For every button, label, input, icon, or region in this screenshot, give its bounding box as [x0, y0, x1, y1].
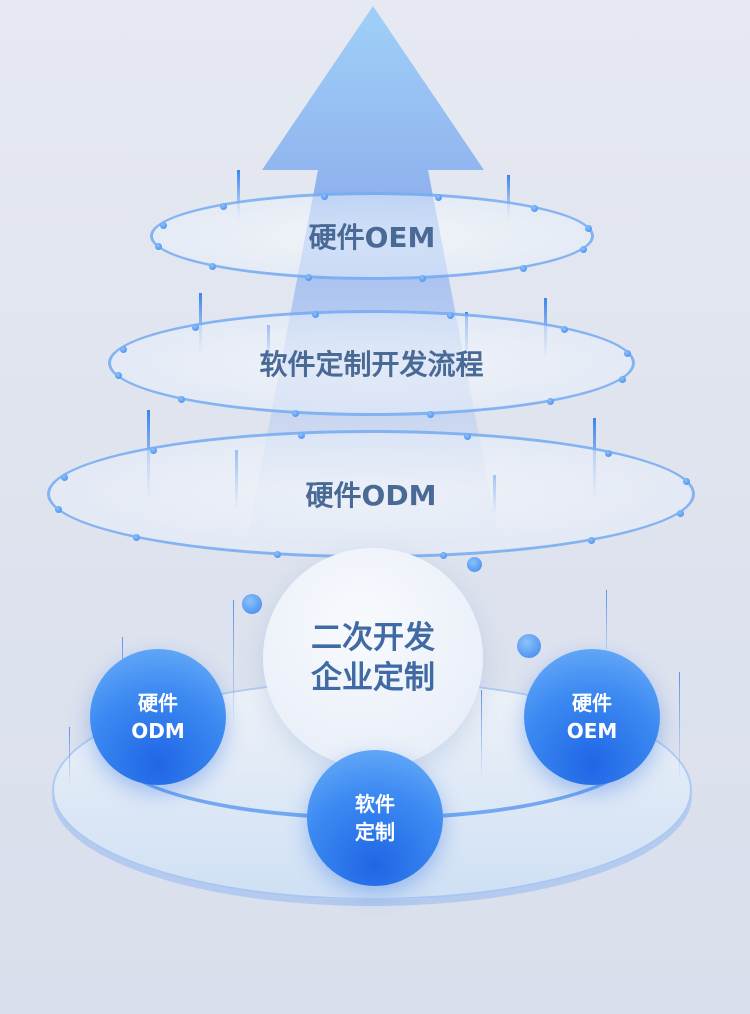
ring-dot [304, 274, 312, 282]
ring-dot [531, 205, 539, 213]
light-line [233, 600, 234, 730]
ring-dot [676, 510, 684, 518]
ring-dot [61, 473, 69, 481]
ring-dot [624, 349, 632, 357]
ring-dot [150, 446, 158, 454]
decor-dot [517, 634, 541, 658]
ring-dot [619, 376, 627, 384]
ring-dot [435, 193, 442, 201]
ball-software-custom: 软件定制 [307, 750, 443, 886]
ring-dot [418, 274, 426, 282]
layer-software-process: 软件定制开发流程 [108, 310, 635, 418]
ring-dot [155, 243, 163, 251]
ring-dot [682, 478, 690, 486]
ring-dot [547, 398, 555, 406]
light-line [606, 590, 607, 670]
light-line [237, 170, 240, 220]
light-line [679, 672, 680, 782]
layer-label: 硬件OEM [308, 221, 436, 254]
ring-dot [605, 449, 613, 457]
center-line-1: 二次开发 [311, 620, 435, 656]
ring-dot [119, 345, 127, 353]
ring-dot [220, 203, 228, 211]
ring-dot [132, 534, 140, 542]
ring-dot [273, 551, 281, 559]
ring-dot [561, 326, 569, 334]
light-line [507, 175, 510, 220]
center-line-2: 企业定制 [311, 660, 435, 696]
ring-dot [446, 312, 454, 320]
ball-label: 定制 [355, 820, 395, 844]
ring-dot [177, 395, 185, 403]
light-line [481, 690, 482, 780]
light-line [69, 727, 70, 787]
ball-label: 硬件 [137, 691, 178, 715]
ring-dot [208, 262, 216, 270]
layer-hardware-odm: 硬件ODM [47, 430, 695, 560]
ring-dot [311, 311, 319, 319]
ball-label: ODM [131, 719, 185, 743]
decor-dot [467, 557, 482, 572]
ring-dot [584, 224, 592, 232]
ball-label: 软件 [355, 792, 395, 816]
ball-label: OEM [566, 719, 618, 743]
ring-dot [321, 193, 329, 201]
ring-dot [427, 410, 435, 418]
center-sphere: 二次开发 企业定制 [263, 548, 483, 768]
layer-hardware-oem: 硬件OEM [150, 192, 594, 282]
ring-dot [440, 552, 448, 560]
decor-dot [242, 594, 262, 614]
ring-dot [580, 246, 588, 254]
ball-hardware-odm: 硬件 ODM [90, 649, 226, 785]
ring-dot [191, 323, 199, 331]
ring-dot [114, 372, 122, 380]
ring-dot [159, 221, 167, 229]
ring-dot [464, 432, 472, 440]
ring-dot [292, 409, 300, 417]
ring-dot [519, 264, 527, 272]
ring-dot [55, 505, 63, 513]
ring-dot [587, 537, 595, 545]
layer-label: 硬件ODM [305, 479, 437, 512]
ring-dot [297, 431, 305, 439]
ball-hardware-oem: 硬件 OEM [524, 649, 660, 785]
layer-label: 软件定制开发流程 [259, 348, 484, 381]
ball-label: 硬件 [571, 691, 612, 715]
